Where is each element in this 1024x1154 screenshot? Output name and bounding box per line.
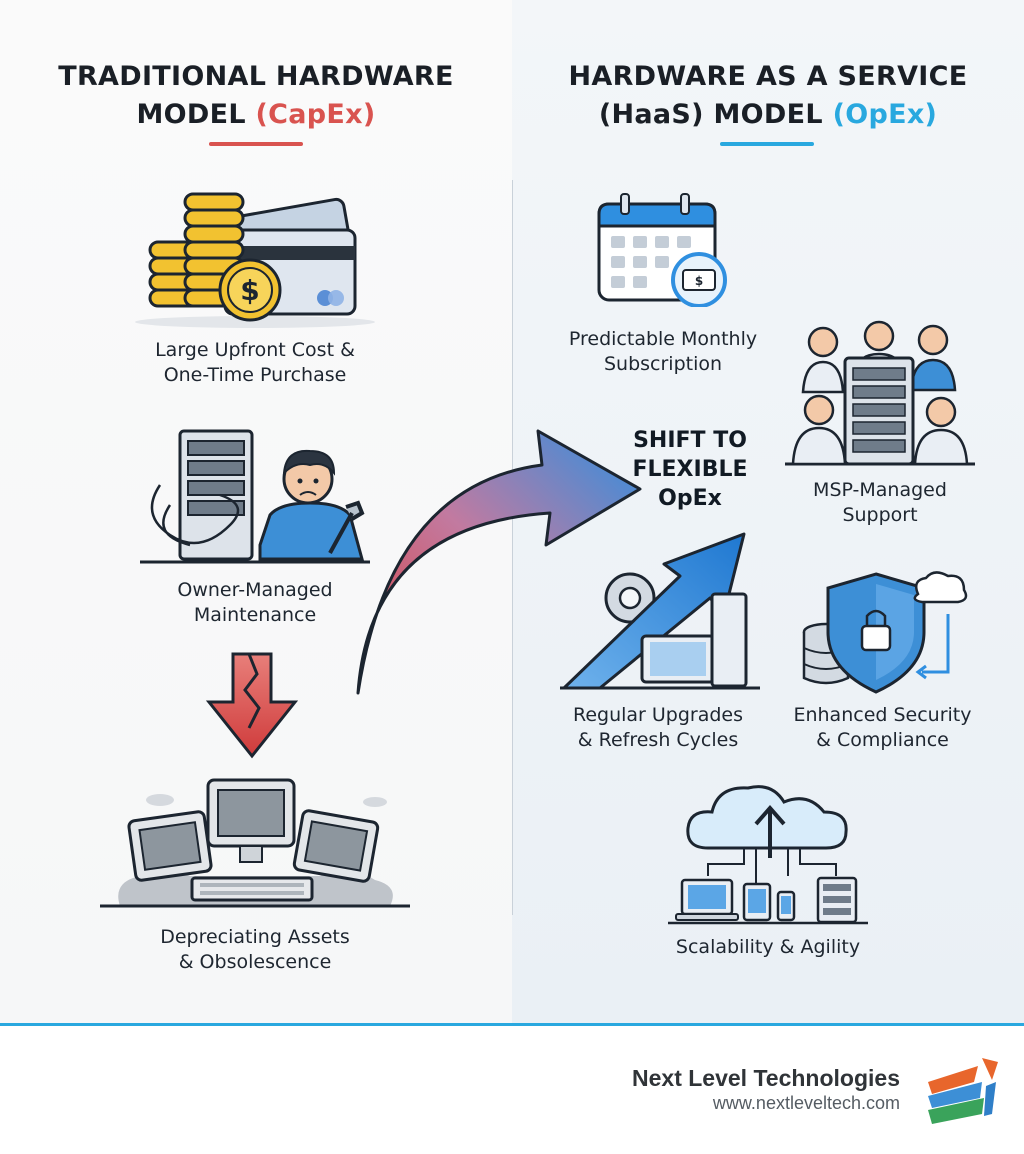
opex-heading-line2: (HaaS) MODEL <box>598 99 823 130</box>
capex-item-1-line2: One-Time Purchase <box>163 364 347 386</box>
shift-arrow-icon <box>356 429 642 695</box>
obsolete-computers-icon <box>100 778 410 908</box>
opex-heading-line1: HARDWARE AS A SERVICE <box>568 61 968 92</box>
opex-item-1-caption: Predictable Monthly Subscription <box>548 327 778 377</box>
opex-accent: (OpEx) <box>832 99 938 130</box>
shift-label-line3: OpEx <box>658 486 722 511</box>
broken-down-arrow-icon <box>205 652 299 759</box>
shift-label-line1: SHIFT TO <box>633 428 747 453</box>
opex-item-2-line1: MSP-Managed <box>813 479 947 501</box>
capex-underline <box>209 142 303 146</box>
opex-heading-line2-wrap: (HaaS) MODEL (OpEx) <box>532 96 1004 134</box>
cloud-devices-icon <box>668 785 868 925</box>
opex-heading: HARDWARE AS A SERVICE (HaaS) MODEL (OpEx… <box>532 58 1004 134</box>
capex-item-2-line1: Owner-Managed <box>177 579 333 601</box>
capex-item-3-line2: & Obsolescence <box>178 951 332 973</box>
opex-underline <box>720 142 814 146</box>
capex-item-1-caption: Large Upfront Cost & One-Time Purchase <box>90 338 420 388</box>
company-url[interactable]: www.nextleveltech.com <box>712 1093 900 1113</box>
support-team-icon <box>785 320 975 466</box>
brand-block: Next Level Technologies www.nextleveltec… <box>632 1064 900 1114</box>
capex-heading-line1: TRADITIONAL HARDWARE <box>58 61 454 92</box>
opex-item-5-line1: Scalability & Agility <box>675 936 861 958</box>
opex-item-2-caption: MSP-Managed Support <box>770 478 990 528</box>
capex-heading-line2-wrap: MODEL (CapEx) <box>20 96 492 134</box>
svg-text:$: $ <box>695 274 703 288</box>
opex-item-5-caption: Scalability & Agility <box>648 935 888 960</box>
upgrade-arrow-icon <box>560 532 760 690</box>
company-logo <box>928 1058 998 1124</box>
calendar-subscription-icon: $ <box>597 193 727 307</box>
shift-label-line2: FLEXIBLE <box>632 457 748 482</box>
opex-item-1-line2: Subscription <box>603 353 723 375</box>
security-shield-icon <box>802 571 968 694</box>
panel-divider <box>512 180 513 915</box>
capex-heading-line2: MODEL <box>136 99 246 130</box>
opex-item-3-line2: & Refresh Cycles <box>577 729 739 751</box>
capex-item-3-caption: Depreciating Assets & Obsolescence <box>90 925 420 975</box>
capex-item-3-line1: Depreciating Assets <box>160 926 350 948</box>
opex-item-3-line1: Regular Upgrades <box>572 704 744 726</box>
capex-item-2-line2: Maintenance <box>193 604 317 626</box>
opex-item-4-caption: Enhanced Security & Compliance <box>775 703 990 753</box>
company-name: Next Level Technologies <box>632 1065 900 1091</box>
footer-rule <box>0 1023 1024 1026</box>
svg-text:$: $ <box>240 274 259 307</box>
capex-item-1-line1: Large Upfront Cost & <box>155 339 355 361</box>
capex-accent: (CapEx) <box>255 99 376 130</box>
opex-item-4-line2: & Compliance <box>816 729 949 751</box>
capex-item-2-caption: Owner-Managed Maintenance <box>90 578 420 628</box>
opex-item-2-line2: Support <box>842 504 918 526</box>
capex-heading: TRADITIONAL HARDWARE MODEL (CapEx) <box>20 58 492 134</box>
server-technician-icon <box>140 429 370 564</box>
shift-label: SHIFT TO FLEXIBLE OpEx <box>620 426 760 513</box>
footer <box>0 1026 1024 1154</box>
opex-item-4-line1: Enhanced Security <box>793 704 972 726</box>
opex-item-1-line1: Predictable Monthly <box>568 328 758 350</box>
opex-item-3-caption: Regular Upgrades & Refresh Cycles <box>548 703 768 753</box>
coins-credit-card-icon: $ <box>135 192 375 328</box>
